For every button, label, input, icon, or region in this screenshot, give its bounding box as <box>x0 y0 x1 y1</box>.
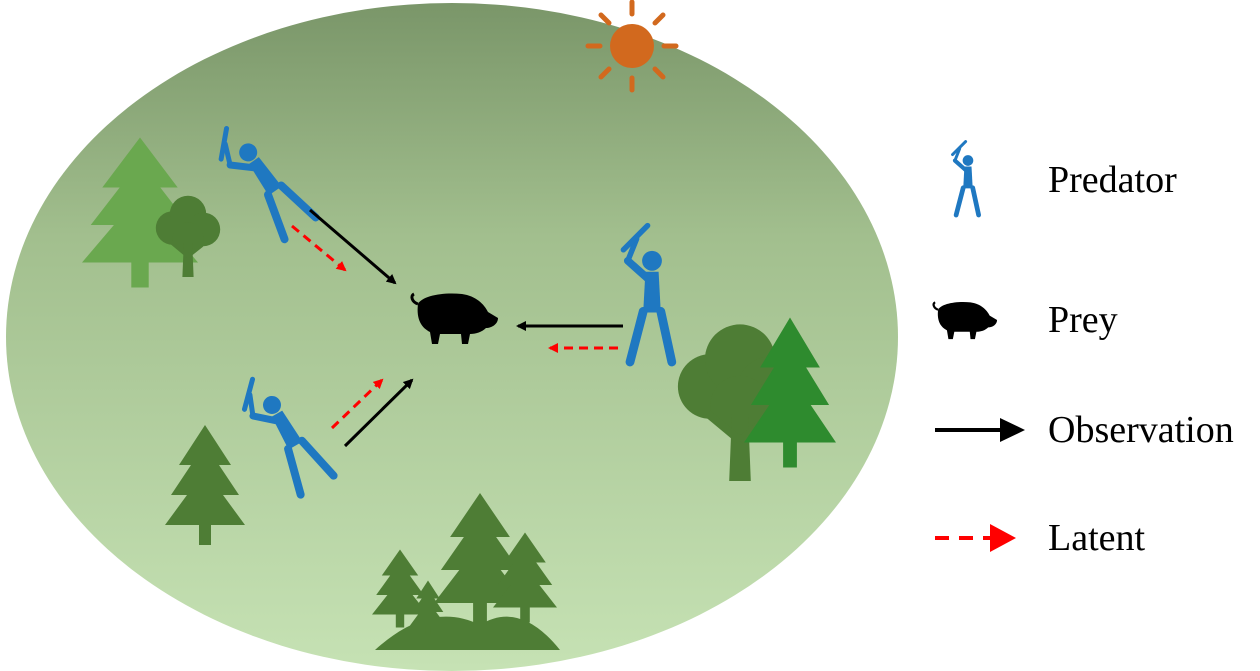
legend-observation: Observation <box>930 400 1250 460</box>
legend-prey: Prey <box>930 290 1250 350</box>
legend-latent: Latent <box>930 508 1250 568</box>
legend-prey-label: Prey <box>1048 299 1118 341</box>
observation-arrow-icon <box>935 418 1025 442</box>
prey-icon <box>932 300 999 341</box>
latent-arrow <box>330 378 384 430</box>
latent-arrow-icon <box>935 524 1016 552</box>
legend-predator-label: Predator <box>1048 159 1177 201</box>
observation-arrow <box>309 208 397 285</box>
predator-icon <box>930 138 1000 218</box>
legend-observation-label: Observation <box>1048 409 1234 451</box>
observation-arrow <box>343 378 414 448</box>
legend-latent-label: Latent <box>1048 517 1146 559</box>
legend-predator: Predator <box>930 150 1250 210</box>
latent-arrow <box>291 224 347 272</box>
tree-icon <box>372 493 560 650</box>
sun-icon <box>585 0 679 93</box>
